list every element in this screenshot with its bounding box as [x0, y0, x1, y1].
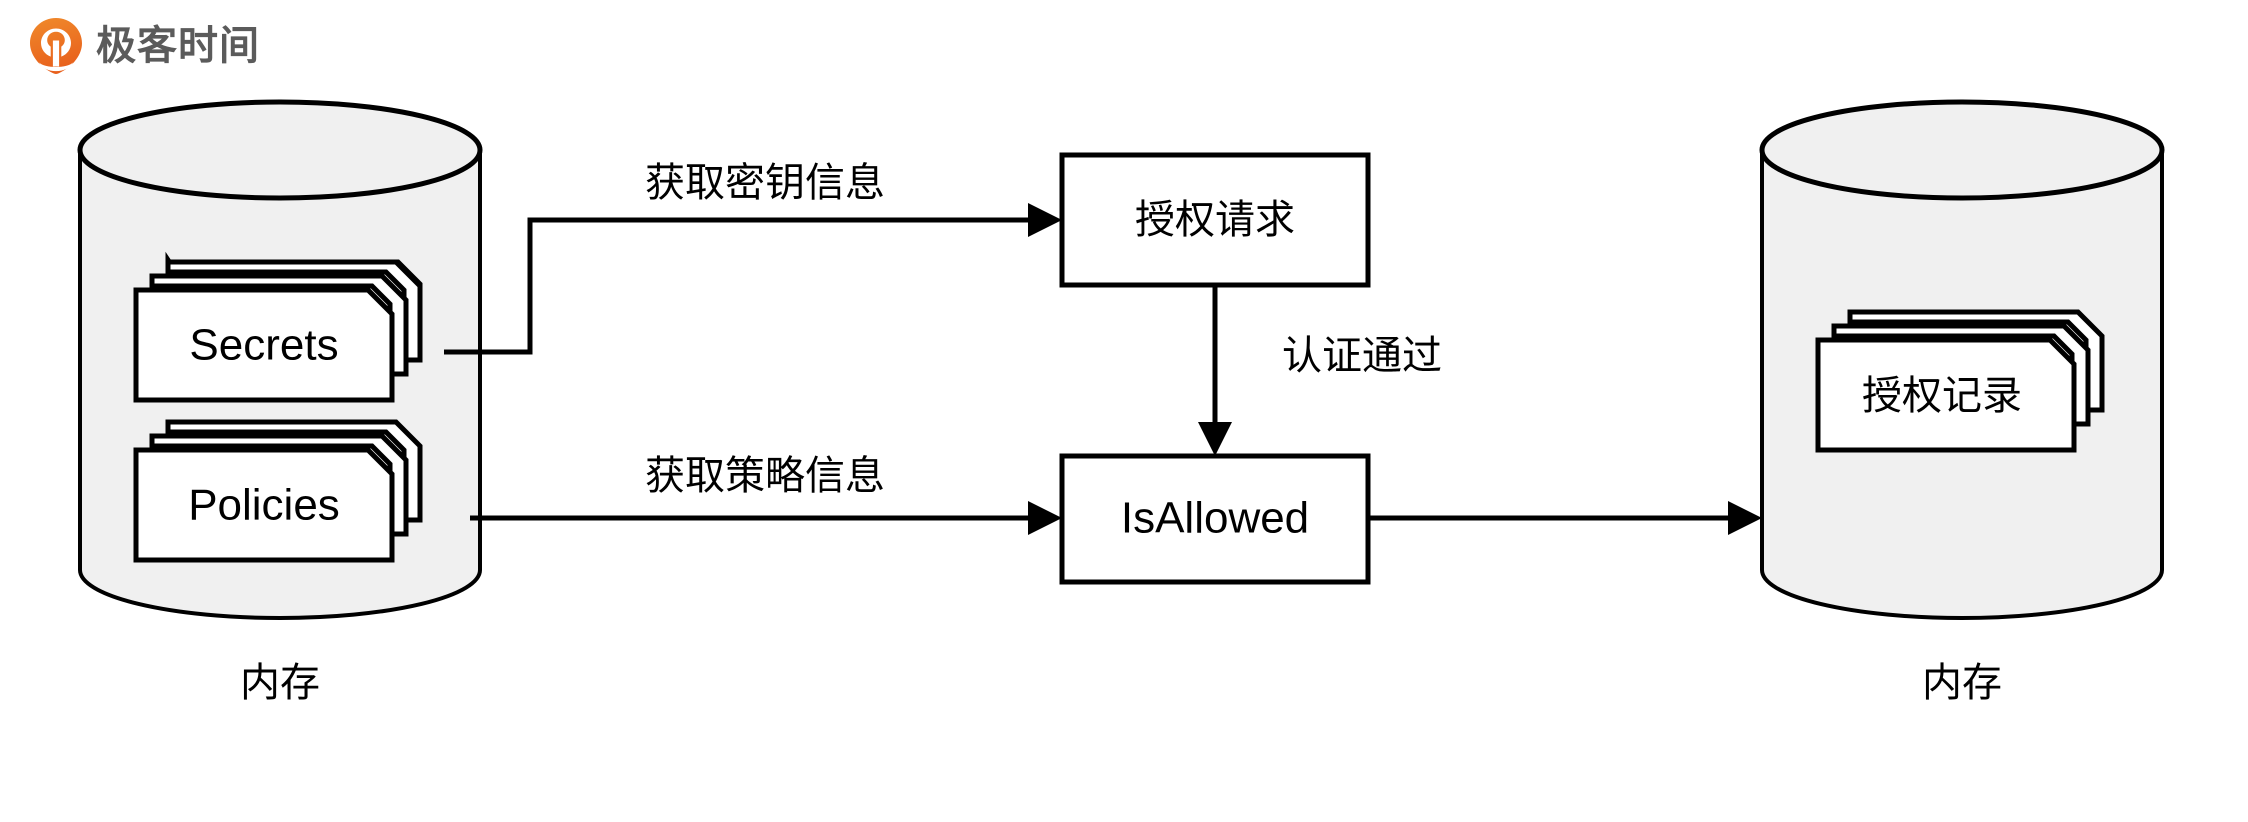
edge-policies-arrowhead: [1028, 501, 1062, 535]
edge-isallowed-to-right-memory: [1368, 501, 1762, 535]
geektime-pin-logo-icon: [30, 18, 82, 74]
brand-logo: 极客时间: [30, 18, 260, 74]
edge-auth-label: 认证通过: [1282, 333, 1442, 379]
left-memory-cylinder[interactable]: Secrets Policies 内存: [77, 99, 483, 706]
auth-record-card-front: [1815, 337, 2077, 453]
edge-store-arrowhead: [1728, 501, 1762, 535]
auth-request-box-label: 授权请求: [1135, 197, 1295, 243]
auth-request-box-rect: [1059, 152, 1371, 288]
auth-request-box[interactable]: 授权请求: [1059, 152, 1371, 288]
policies-card-front: [133, 447, 395, 563]
left-memory-caption: 内存: [240, 660, 320, 706]
right-memory-caption: 内存: [1922, 660, 2002, 706]
policies-card-label: Policies: [188, 481, 340, 530]
secrets-card-label: Secrets: [189, 321, 338, 370]
auth-record-card-label: 授权记录: [1862, 373, 2022, 419]
edge-auth-arrowhead: [1198, 422, 1232, 456]
policies-card[interactable]: Policies: [133, 419, 423, 563]
secrets-card[interactable]: Secrets: [133, 251, 423, 403]
edge-secrets-arrowhead: [1028, 203, 1062, 237]
edge-policies-to-isallowed: 获取策略信息: [470, 453, 1062, 535]
edge-policies-label: 获取策略信息: [645, 453, 885, 499]
edge-secrets-to-auth-request: 获取密钥信息: [444, 160, 1062, 355]
right-memory-cylinder[interactable]: 授权记录 内存: [1759, 99, 2165, 706]
isallowed-box[interactable]: IsAllowed: [1059, 453, 1371, 585]
left-cylinder-top: [77, 99, 483, 201]
right-cylinder-top: [1759, 99, 2165, 201]
isallowed-box-label: IsAllowed: [1121, 494, 1309, 543]
auth-record-card[interactable]: 授权记录: [1815, 309, 2105, 453]
secrets-card-front: [133, 287, 395, 403]
edge-secrets-line: [444, 217, 1040, 355]
isallowed-box-rect: [1059, 453, 1371, 585]
brand-name: 极客时间: [96, 23, 260, 69]
edge-auth-request-to-isallowed: 认证通过: [1198, 285, 1442, 456]
edge-secrets-label: 获取密钥信息: [645, 160, 885, 206]
